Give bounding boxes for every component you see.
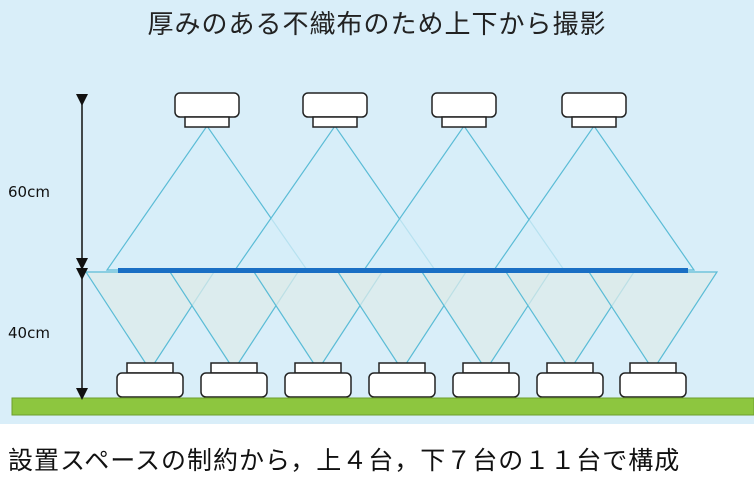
camera-lens bbox=[546, 362, 594, 374]
camera-lens bbox=[441, 116, 487, 128]
camera-lens bbox=[312, 116, 358, 128]
camera-body bbox=[431, 92, 497, 118]
bottom-camera-icon bbox=[200, 362, 268, 398]
bottom-camera-icon bbox=[536, 362, 604, 398]
camera-lens bbox=[184, 116, 230, 128]
top-camera-fields bbox=[105, 124, 696, 271]
camera-lens bbox=[126, 362, 174, 374]
camera-body bbox=[174, 92, 240, 118]
camera-body bbox=[302, 92, 368, 118]
bottom-camera-field-of-view bbox=[587, 271, 719, 372]
page-title: 厚みのある不織布のため上下から撮影 bbox=[147, 10, 607, 40]
bottom-camera-fields bbox=[84, 271, 719, 372]
camera-lens bbox=[294, 362, 342, 374]
camera-lens bbox=[629, 362, 677, 374]
dimension-label-top: 60cm bbox=[8, 183, 50, 201]
camera-body bbox=[536, 372, 604, 398]
fabric-line bbox=[118, 268, 688, 273]
top-camera-field-of-view bbox=[492, 124, 696, 271]
caption: 設置スペースの制約から，上４台，下７台の１１台で構成 bbox=[8, 446, 681, 475]
top-cameras bbox=[174, 92, 627, 128]
camera-body bbox=[452, 372, 520, 398]
camera-setup-drawing bbox=[11, 92, 754, 416]
camera-body bbox=[116, 372, 184, 398]
top-camera-icon bbox=[302, 92, 368, 128]
camera-lens bbox=[210, 362, 258, 374]
top-camera-icon bbox=[431, 92, 497, 128]
top-camera-icon bbox=[561, 92, 627, 128]
bottom-cameras bbox=[116, 362, 687, 398]
bottom-camera-icon bbox=[452, 362, 520, 398]
top-camera-icon bbox=[174, 92, 240, 128]
dimension-label-bottom: 40cm bbox=[8, 324, 50, 342]
camera-lens bbox=[378, 362, 426, 374]
camera-lens bbox=[462, 362, 510, 374]
bottom-camera-icon bbox=[619, 362, 687, 398]
camera-body bbox=[200, 372, 268, 398]
bottom-camera-icon bbox=[368, 362, 436, 398]
camera-lens bbox=[571, 116, 617, 128]
ground-bar bbox=[11, 397, 754, 416]
camera-body bbox=[368, 372, 436, 398]
camera-body bbox=[561, 92, 627, 118]
bottom-camera-icon bbox=[116, 362, 184, 398]
bottom-camera-icon bbox=[284, 362, 352, 398]
camera-body bbox=[619, 372, 687, 398]
camera-body bbox=[284, 372, 352, 398]
